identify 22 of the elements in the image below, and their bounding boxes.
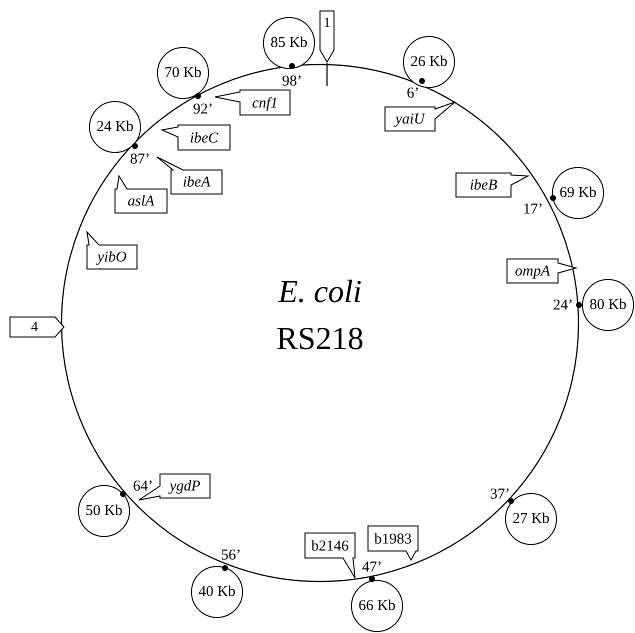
map-position-label: 47’ <box>362 560 382 576</box>
insert-size-circle: 70 Kb <box>157 47 209 99</box>
map-position-label: 24’ <box>553 298 573 314</box>
strain-name: RS218 <box>276 322 364 354</box>
map-position-label: 64’ <box>133 480 153 494</box>
insert-size-circle: 40 Kb <box>191 566 243 618</box>
map-position-label: 92’ <box>193 102 213 118</box>
insert-size-circle: 66 Kb <box>351 580 403 632</box>
map-position-label: 56’ <box>221 548 241 564</box>
map-position-label: 98’ <box>282 74 302 90</box>
map-position-label: 87’ <box>130 152 150 168</box>
insert-size-circle: 27 Kb <box>505 493 557 545</box>
insert-size-circle: 80 Kb <box>582 279 634 331</box>
marker-pointer: 4 <box>10 317 64 337</box>
insert-size-circle: 50 Kb <box>78 485 130 537</box>
insert-size-circle: 26 Kb <box>403 36 455 88</box>
organism-name: E. coli <box>278 275 362 307</box>
insert-size-circle: 85 Kb <box>263 17 315 69</box>
insert-size-circle: 69 Kb <box>552 167 604 219</box>
map-position-label: 17’ <box>523 202 543 218</box>
insert-size-circle: 24 Kb <box>89 101 141 153</box>
map-position-label: 6’ <box>406 86 420 102</box>
